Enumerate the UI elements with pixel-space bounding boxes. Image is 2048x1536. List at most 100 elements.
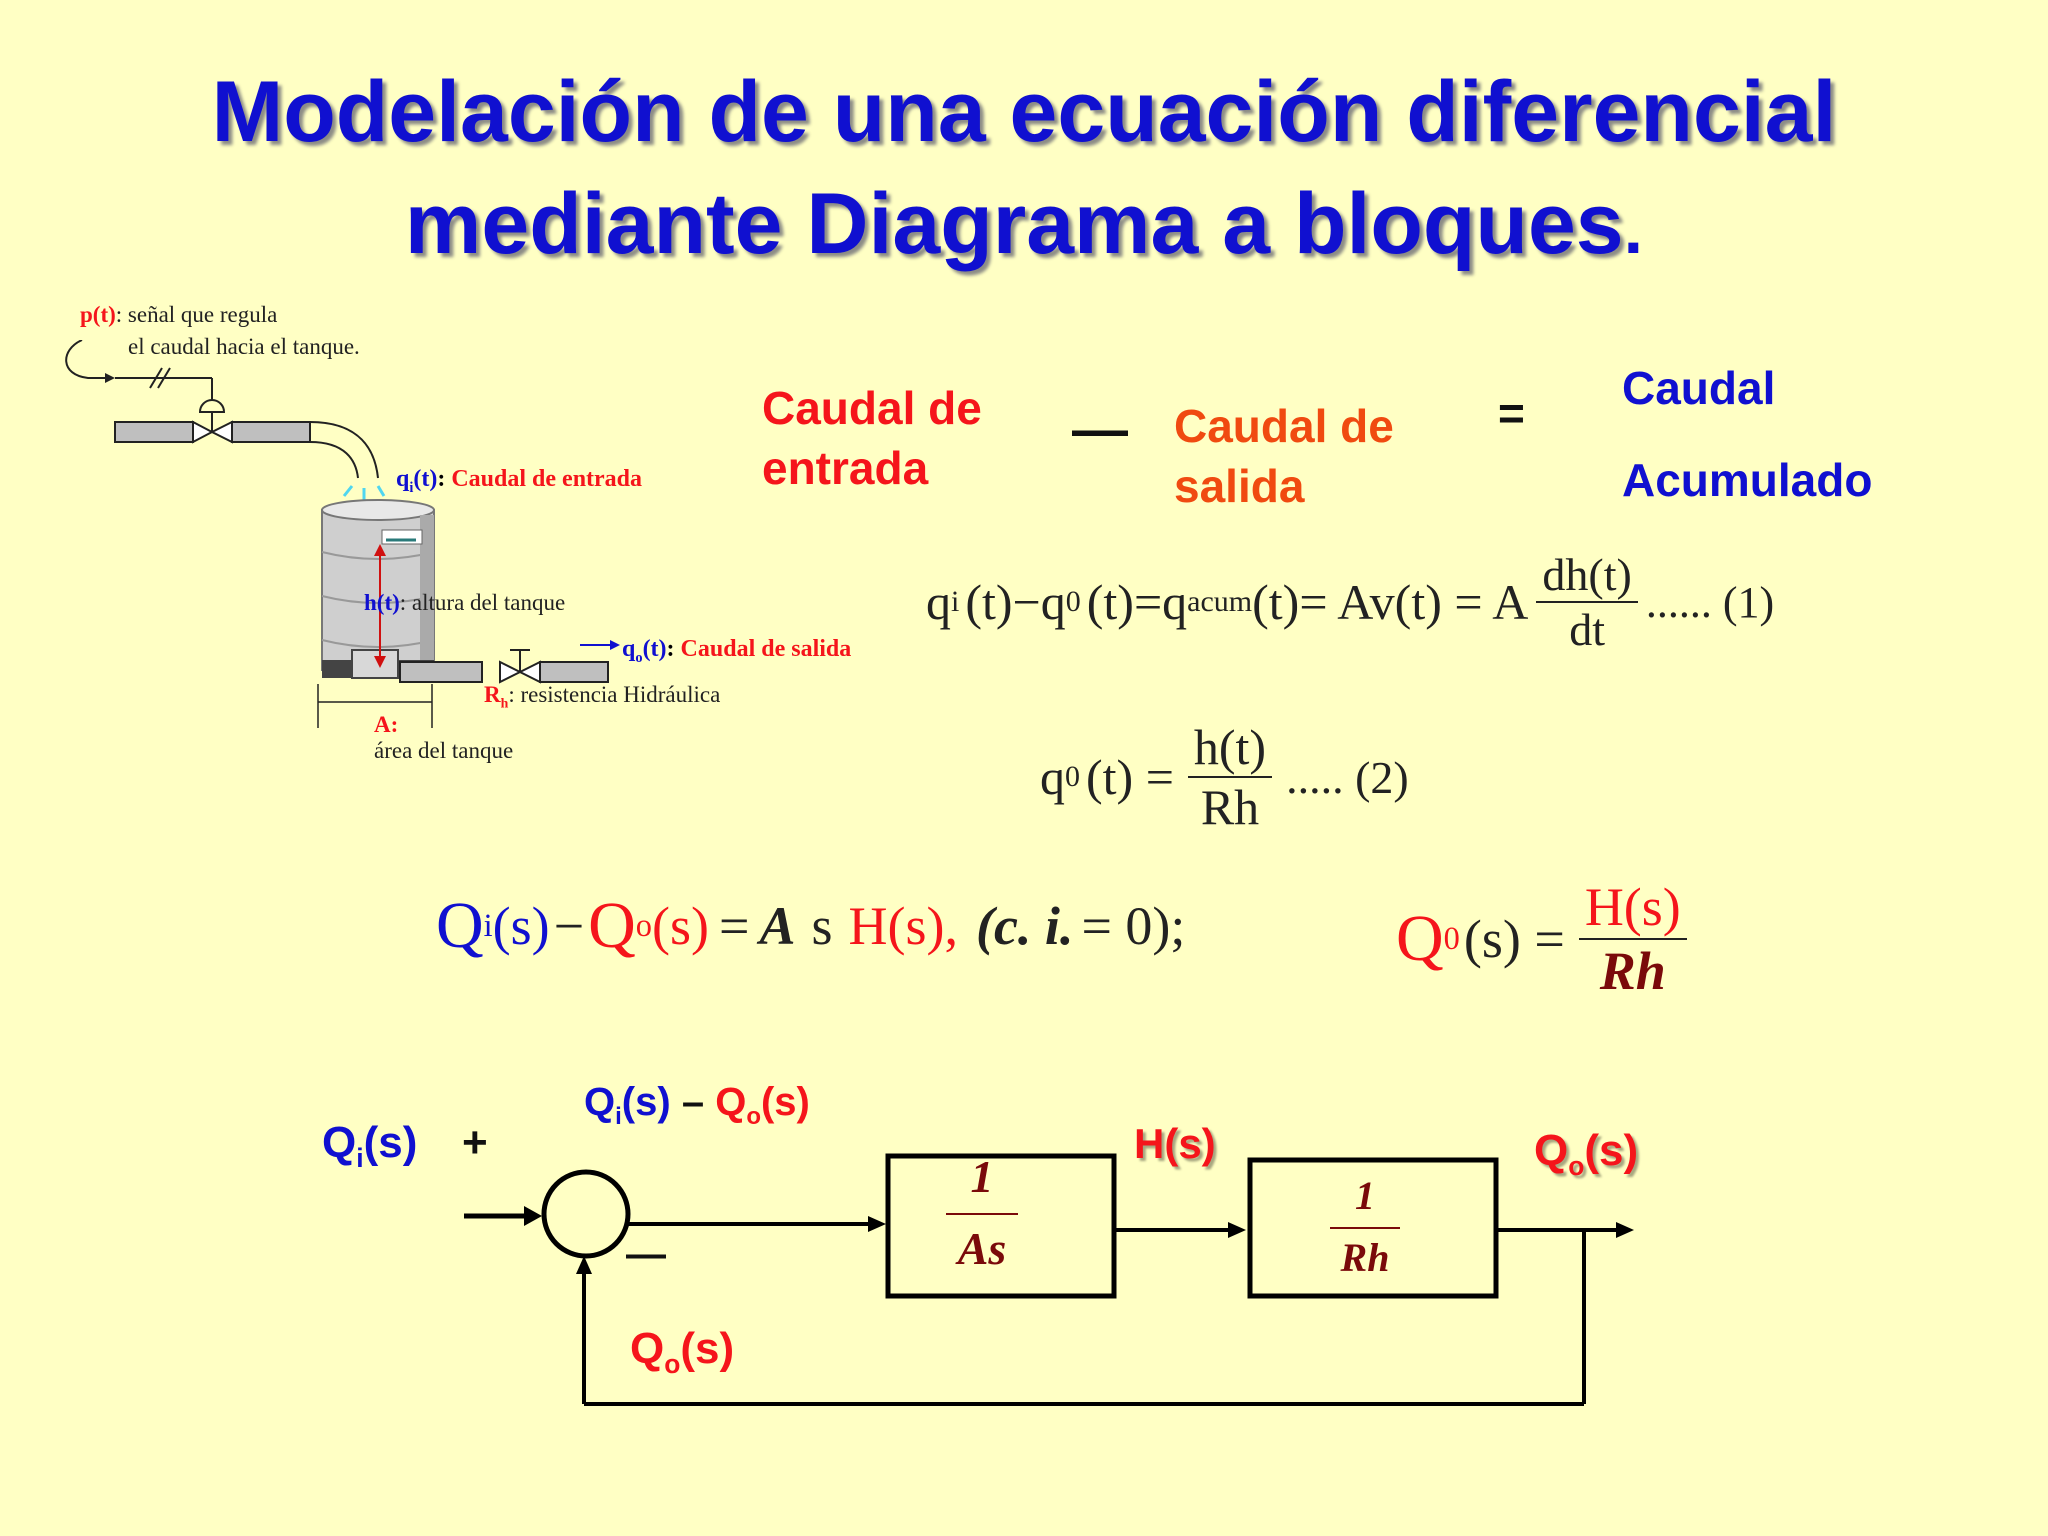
p-signal-label: p(t): señal que regula xyxy=(80,302,277,328)
error-minus: – xyxy=(681,1080,705,1124)
outlet-pipe-left xyxy=(399,661,483,683)
output-o: o xyxy=(1568,1150,1585,1181)
eq2-den: Rh xyxy=(1200,779,1260,835)
balance-equals: = xyxy=(1498,387,1525,439)
rh-desc: : resistencia Hidráulica xyxy=(508,682,721,707)
eq1-num: dh(t) xyxy=(1536,548,1638,603)
error-label: Qi(s) – Qo (s) xyxy=(584,1080,810,1131)
eq3-qo: Q xyxy=(588,889,636,962)
eq2-zero: 0 xyxy=(1065,760,1080,793)
p-arrowhead xyxy=(105,373,115,383)
eq2-fraction: h(t) Rh xyxy=(1187,718,1273,836)
error-qi-s: (s) xyxy=(621,1080,671,1124)
eq3-eq: = xyxy=(718,896,750,956)
error-qi: Qi(s) xyxy=(584,1080,671,1130)
acc-line-1: Caudal xyxy=(1622,362,1776,414)
qi-sub: i xyxy=(409,479,414,496)
rh-sub: h xyxy=(500,695,509,711)
p-signal-arrow xyxy=(65,340,105,379)
eq4-q: Q xyxy=(1396,902,1444,975)
qi-q: q xyxy=(396,466,410,492)
h-desc: : altura del tanque xyxy=(399,590,566,615)
inflow-line-1: Caudal de xyxy=(762,382,982,434)
eq1-t1: (t) xyxy=(965,574,1013,630)
block-2-num: 1 xyxy=(1355,1173,1375,1218)
eq3-ci-rest: = 0); xyxy=(1081,896,1186,956)
eq1-q0: q xyxy=(1040,574,1066,630)
qo-label: qo(t): Caudal de salida xyxy=(622,636,852,666)
eq3-s2: (s) xyxy=(652,896,709,956)
input-s: (s) xyxy=(363,1118,418,1167)
h-label: h(t): altura del tanque xyxy=(364,590,565,616)
title-line-2: mediante Diagrama a bloques. xyxy=(0,168,2048,285)
eq2-tag: ..... (2) xyxy=(1286,751,1409,803)
eq3-ci: (c. i. xyxy=(975,896,1074,956)
eq3-i: i xyxy=(483,907,493,944)
tank-illustration xyxy=(65,340,620,728)
p-label: p(t) xyxy=(80,302,116,327)
area-label: A: área del tanque xyxy=(374,712,513,764)
a-desc: área del tanque xyxy=(374,738,514,763)
title-dot: . xyxy=(1623,190,1644,268)
eq3-minus: − xyxy=(553,896,585,956)
eq3-a: A xyxy=(759,896,796,956)
h-symbol: h(t) xyxy=(364,590,400,615)
feedback-o: o xyxy=(664,1348,681,1379)
input-i: i xyxy=(356,1142,364,1173)
eq1-i: i xyxy=(951,585,960,618)
eq3-qi: Q xyxy=(436,889,484,962)
eq1-fraction: dh(t) dt xyxy=(1536,548,1638,656)
feedback-s: (s) xyxy=(680,1324,735,1373)
eq1-q: q xyxy=(926,574,951,630)
outlet-valve xyxy=(499,660,523,684)
input-label: Qi(s) xyxy=(322,1118,417,1174)
plus-sign: + xyxy=(462,1118,488,1167)
block-1-num: 1 xyxy=(970,1151,994,1202)
feedback-q: Q xyxy=(630,1324,665,1373)
input-q: Q xyxy=(322,1118,357,1167)
eq1-acum: acum xyxy=(1187,585,1253,618)
a-symbol: A: xyxy=(374,712,399,737)
block-2-den: Rh xyxy=(1340,1235,1390,1280)
eq2-t: (t) = xyxy=(1086,749,1174,805)
eq3-h: H(s), xyxy=(848,896,958,956)
qi-symbol: qi(t) xyxy=(396,466,437,496)
h-signal-label: H(s) xyxy=(1134,1120,1216,1167)
water-drops xyxy=(342,485,386,500)
block-1-den: As xyxy=(957,1223,1007,1274)
eq3-o: o xyxy=(635,907,652,944)
summing-junction xyxy=(541,1169,631,1259)
qo-sub: o xyxy=(635,649,643,666)
block-1-integrator xyxy=(885,1153,1117,1299)
eq1-minus: − xyxy=(1012,574,1041,630)
p-desc-2: el caudal hacia el tanque. xyxy=(128,334,360,359)
eq1-qacum: q xyxy=(1162,574,1188,630)
error-qo-sub: o xyxy=(746,1103,761,1130)
qi-desc: Caudal de entrada xyxy=(451,466,643,492)
output-s: (s) xyxy=(1584,1126,1639,1175)
eq3-s1: (s) xyxy=(492,896,550,956)
feedback-label: Qo(s) xyxy=(630,1324,734,1380)
title-line-1: Modelación de una ecuación diferencial xyxy=(211,64,1837,160)
outlet-pipe-right xyxy=(539,661,609,683)
eq1-t3: (t) xyxy=(1252,574,1300,630)
output-label: Qo(s) xyxy=(1534,1126,1638,1182)
eq1-eq: = xyxy=(1133,574,1163,630)
rh-symbol: Rh xyxy=(484,682,508,711)
feedback-minus-sign: — xyxy=(626,1232,666,1276)
eq4-zero: 0 xyxy=(1443,920,1460,957)
balance-accumulated: Caudal Acumulado xyxy=(1622,342,1872,526)
eq1-tag: ...... (1) xyxy=(1645,577,1775,627)
inflow-line-2: entrada xyxy=(762,442,929,494)
output-q: Q xyxy=(1534,1126,1569,1175)
balance-minus: — xyxy=(1072,397,1128,460)
eq1-zero: 0 xyxy=(1065,585,1081,618)
error-qo-q: Q xyxy=(715,1080,747,1124)
title-line-2-text: mediante Diagrama a bloques xyxy=(404,176,1624,272)
outflow-line-2: salida xyxy=(1174,460,1305,512)
